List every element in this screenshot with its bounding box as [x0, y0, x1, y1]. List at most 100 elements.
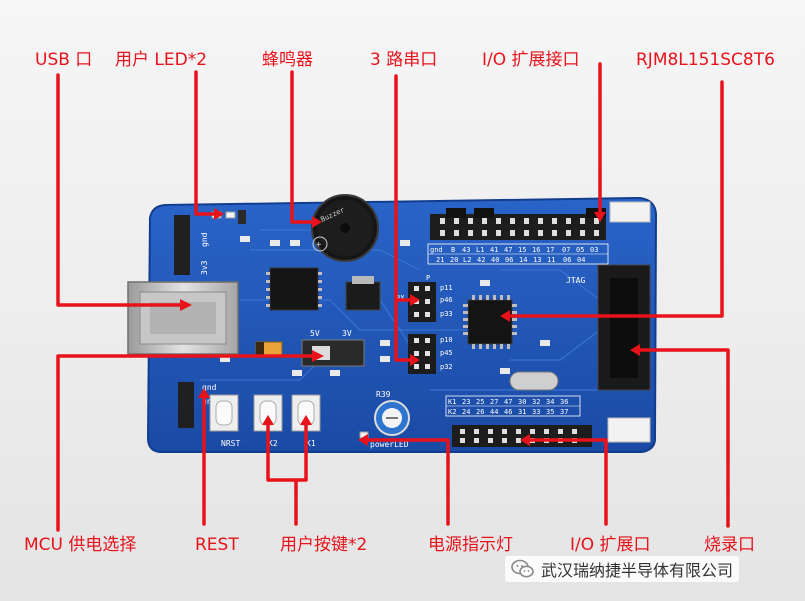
silk-top-r2-c0: 21: [436, 256, 444, 264]
jtag-connector: [560, 264, 651, 391]
silk-gnd-top: gnd: [200, 232, 209, 247]
silk-top-r2-c7: 13: [533, 256, 541, 264]
silk-top-r1-c2: 43: [462, 246, 470, 254]
silk-k2: K2: [268, 439, 278, 448]
arrow-power-led: [366, 438, 450, 526]
arrow-mcu-power: [56, 354, 314, 532]
top-io-header: [430, 208, 606, 240]
silk-5v: 5V: [310, 329, 320, 338]
label-io-header-top: I/O 扩展接口: [482, 50, 580, 70]
silk-p32: p32: [440, 363, 453, 371]
arrow-keys: [266, 423, 298, 526]
silk-top-r1-c8: 17: [546, 246, 554, 254]
silk-p45: p45: [440, 349, 453, 357]
bottom-io-header: [452, 425, 592, 447]
arrow-mcu: [508, 80, 724, 318]
silk-top-r1-c6: 15: [518, 246, 526, 254]
arrow-user-led: [194, 70, 216, 216]
silk-nrst: NRST: [221, 439, 240, 448]
silk-bot-r1-c2: 25: [476, 398, 484, 406]
silk-bot-r2-c8: 37: [560, 408, 568, 416]
crystal: [509, 371, 559, 391]
label-power-led: 电源指示灯: [428, 535, 513, 555]
silk-3v3: 3v3: [200, 260, 209, 275]
silk-power-led: powerLED: [370, 440, 409, 449]
left-bottom-pin-header: [162, 382, 194, 428]
silk-top-r1-c4: 41: [490, 246, 498, 254]
silk-jtag: JTAG: [566, 276, 585, 285]
label-programming: 烧录口: [704, 535, 755, 555]
silk-bot-r2-c1: 24: [462, 408, 470, 416]
label-reset: REST: [195, 535, 239, 555]
label-user-keys: 用户按键*2: [280, 535, 368, 555]
silk-top-r2-c6: 14: [519, 256, 527, 264]
silk-bot-r1-c7: 34: [546, 398, 554, 406]
user-key-2-graphic: [253, 394, 283, 432]
silk-top-r1-c5: 47: [504, 246, 512, 254]
arrow-usb: [56, 73, 182, 307]
potentiometer-r39: [374, 400, 410, 436]
silk-bot-r1-c8: 36: [560, 398, 568, 406]
silk-top-r2-c10: 04: [577, 256, 585, 264]
silk-rx: RX: [396, 294, 405, 302]
label-uart: 3 路串口: [370, 50, 438, 70]
silk-k1: K1: [306, 439, 316, 448]
label-mcu-power: MCU 供电选择: [24, 535, 137, 555]
silk-top-r1-c11: 03: [590, 246, 598, 254]
silk-bot-r1-c3: 27: [490, 398, 498, 406]
regulator: [345, 281, 381, 311]
silk-top-r2-c4: 40: [491, 256, 499, 264]
silk-top-r1-c1: B: [451, 246, 455, 254]
label-usb: USB 口: [35, 50, 93, 70]
power-select-switch: [301, 339, 365, 367]
silk-3v: 3V: [342, 329, 352, 338]
arrow-buzzer: [290, 70, 314, 224]
silk-bot-r1-c0: K1: [448, 398, 456, 406]
silk-bot-r1-c1: 23: [462, 398, 470, 406]
uart-header-bottom: [408, 334, 436, 374]
silk-p33: p33: [440, 310, 453, 318]
svg-text:+: +: [316, 240, 322, 250]
mcu-chip: [463, 295, 517, 349]
watermark: 武汉瑞纳捷半导体有限公司: [505, 556, 740, 582]
silk-top-r1-c9: 07: [562, 246, 570, 254]
silk-bot-r1-c4: 47: [504, 398, 512, 406]
user-led-2: [225, 211, 236, 219]
silk-r39: R39: [376, 390, 391, 399]
silk-top-r2-c8: 11: [547, 256, 555, 264]
silk-top-r2-c9: 06: [563, 256, 571, 264]
silk-top-r2-c3: 42: [477, 256, 485, 264]
silk-bot-r2-c0: K2: [448, 408, 456, 416]
silk-bot-r2-c3: 44: [490, 408, 498, 416]
label-mcu-part: RJM8L151SC8T6: [636, 50, 775, 70]
silk-bot-r2-c5: 31: [518, 408, 526, 416]
silk-p10: p10: [440, 336, 453, 344]
arrow-programming: [638, 348, 730, 528]
reset-button-graphic: [209, 394, 239, 432]
label-io-header-bottom: I/O 扩展口: [570, 535, 651, 555]
silk-top-r1-c7: 16: [532, 246, 540, 254]
wechat-icon: [511, 559, 534, 578]
silk-p-top: P: [426, 274, 430, 282]
silk-top-r1-c0: gnd: [430, 246, 443, 254]
arrow-uart-bottom: [394, 298, 412, 362]
arrow-heads: [180, 208, 640, 446]
usb-uart-ic: [269, 267, 319, 311]
arrow-io-bottom: [528, 438, 608, 526]
silk-bot-r1-c5: 30: [518, 398, 526, 406]
watermark-text: 武汉瑞纳捷半导体有限公司: [541, 561, 734, 580]
silk-p11: p11: [440, 284, 453, 292]
label-user-led: 用户 LED*2: [115, 50, 208, 70]
silk-top-r1-c10: 05: [576, 246, 584, 254]
silk-top-r2-c5: 06: [505, 256, 513, 264]
silk-top-r1-c3: L1: [476, 246, 484, 254]
silk-bot-r2-c7: 35: [546, 408, 554, 416]
label-buzzer: 蜂鸣器: [262, 50, 313, 70]
left-pin-header: [160, 215, 190, 275]
annotation-arrows: [56, 62, 730, 532]
silk-gnd-b2: gnd: [202, 397, 217, 406]
silk-top-r2-c2: L2: [463, 256, 471, 264]
silk-bot-r2-c2: 26: [476, 408, 484, 416]
